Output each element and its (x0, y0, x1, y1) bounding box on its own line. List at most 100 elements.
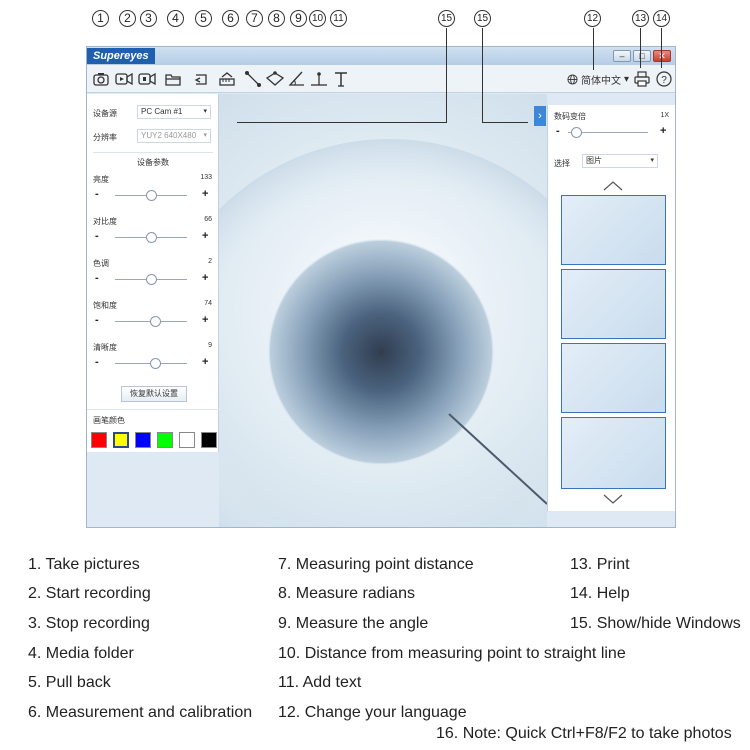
help-icon[interactable]: ? (654, 69, 674, 89)
pen-color-swatch[interactable] (135, 432, 151, 448)
increase-button[interactable]: + (202, 188, 209, 200)
slider-value: 9 (208, 342, 212, 349)
resolution-label: 分辨率 (93, 133, 117, 142)
point-distance-icon[interactable] (243, 69, 263, 89)
chevron-down-icon: ▾ (203, 108, 207, 115)
reset-defaults-button[interactable]: 恢复默认设置 (121, 386, 187, 402)
decrease-button[interactable]: - (95, 230, 99, 242)
device-source-select[interactable]: PC Cam #1 ▾ (137, 105, 211, 119)
legend-item: 1. Take pictures (28, 556, 140, 573)
radians-icon[interactable] (265, 69, 285, 89)
resolution-select[interactable]: YUY2 640X480 ▾ (137, 129, 211, 143)
callout-line (640, 28, 641, 68)
callout-number-15: 13 (632, 10, 649, 27)
globe-icon (567, 74, 578, 85)
device-source-label: 设备源 (93, 109, 117, 118)
legend-item: 8. Measure radians (278, 585, 415, 602)
decrease-button[interactable]: - (95, 356, 99, 368)
record-stop-icon[interactable] (137, 69, 157, 89)
camera-viewer[interactable] (219, 94, 547, 527)
print-icon[interactable] (632, 69, 652, 89)
callout-number-14: 12 (584, 10, 601, 27)
legend-item: 12. Change your language (278, 704, 467, 721)
legend-item: 6. Measurement and calibration (28, 704, 253, 721)
line-distance-icon[interactable] (309, 69, 329, 89)
gallery-thumbnail[interactable] (561, 195, 666, 265)
legend-item: 9. Measure the angle (278, 615, 429, 632)
gallery-thumbnail[interactable] (561, 343, 666, 413)
slider-thumb[interactable] (146, 190, 157, 201)
callout-line (482, 122, 528, 123)
slider-thumb[interactable] (146, 232, 157, 243)
callout-number-1: 1 (92, 10, 109, 27)
slider-label: 色调 (93, 259, 109, 268)
title-bar: Supereyes – □ ✕ (87, 47, 675, 65)
pen-color-swatch[interactable] (157, 432, 173, 448)
device-params-title: 设备参数 (137, 158, 169, 167)
legend-item: 2. Start recording (28, 585, 151, 602)
pen-color-swatch[interactable] (113, 432, 129, 448)
minimize-button[interactable]: – (613, 50, 631, 62)
callout-number-13: 15 (474, 10, 491, 27)
toolbar: 简体中文 ▾ ? (87, 65, 675, 93)
slider-thumb[interactable] (149, 358, 161, 369)
callout-number-2: 2 (119, 10, 136, 27)
pen-color-swatch[interactable] (91, 432, 107, 448)
chevron-down-icon: ▾ (203, 132, 207, 139)
pull-back-icon[interactable] (191, 69, 211, 89)
gallery-thumbnail[interactable] (561, 417, 666, 489)
resolution-value: YUY2 640X480 (141, 131, 197, 140)
callout-line (482, 28, 483, 122)
zoom-slider-thumb[interactable] (571, 127, 582, 138)
device-settings-panel: 设备源 PC Cam #1 ▾ 分辨率 YUY2 640X480 ▾ 设备参数 … (87, 94, 219, 452)
language-selector[interactable]: 简体中文 ▾ (567, 72, 629, 87)
slider-thumb[interactable] (146, 274, 157, 285)
svg-text:?: ? (661, 75, 667, 86)
callout-number-4: 4 (167, 10, 184, 27)
decrease-button[interactable]: - (95, 314, 99, 326)
add-text-icon[interactable] (331, 69, 351, 89)
increase-button[interactable]: + (202, 314, 209, 326)
decrease-button[interactable]: - (95, 272, 99, 284)
calibration-icon[interactable] (217, 69, 237, 89)
folder-icon[interactable] (163, 69, 183, 89)
divider (93, 152, 213, 153)
slider-value: 74 (204, 300, 212, 307)
chevron-down-icon[interactable] (603, 494, 623, 504)
close-button[interactable]: ✕ (653, 50, 671, 62)
increase-button[interactable]: + (202, 272, 209, 284)
callout-number-10: 10 (309, 10, 326, 27)
zoom-slider-track[interactable] (568, 132, 648, 133)
media-type-select[interactable]: 图片 ▾ (582, 154, 658, 168)
divider (87, 409, 219, 410)
zoom-plus-button[interactable]: + (660, 125, 667, 137)
legend-item: 15. Show/hide Windows (570, 615, 741, 632)
callout-number-7: 7 (246, 10, 263, 27)
callout-number-9: 9 (290, 10, 307, 27)
callout-number-3: 3 (140, 10, 157, 27)
hide-right-panel-button[interactable]: › (534, 106, 546, 126)
legend-item: 5. Pull back (28, 674, 111, 691)
increase-button[interactable]: + (202, 356, 209, 368)
legend-item: 14. Help (570, 585, 630, 602)
record-start-icon[interactable] (114, 69, 134, 89)
maximize-button[interactable]: □ (633, 50, 651, 62)
slider-thumb[interactable] (149, 316, 161, 327)
pen-color-swatch[interactable] (201, 432, 217, 448)
chevron-up-icon[interactable] (603, 181, 623, 191)
callout-number-5: 5 (195, 10, 212, 27)
increase-button[interactable]: + (202, 230, 209, 242)
decrease-button[interactable]: - (95, 188, 99, 200)
device-source-value: PC Cam #1 (141, 107, 183, 116)
gallery-thumbnail[interactable] (561, 269, 666, 339)
slider-label: 亮度 (93, 175, 109, 184)
angle-icon[interactable] (287, 69, 307, 89)
pen-color-swatch[interactable] (179, 432, 195, 448)
zoom-minus-button[interactable]: - (556, 125, 560, 137)
gallery-panel: 数码变倍 1X - + 选择 图片 ▾ (547, 105, 675, 511)
callout-number-6: 6 (222, 10, 239, 27)
legend-item: 4. Media folder (28, 645, 134, 662)
camera-icon[interactable] (91, 69, 111, 89)
legend-item: 7. Measuring point distance (278, 556, 474, 573)
legend-item: 13. Print (570, 556, 630, 573)
